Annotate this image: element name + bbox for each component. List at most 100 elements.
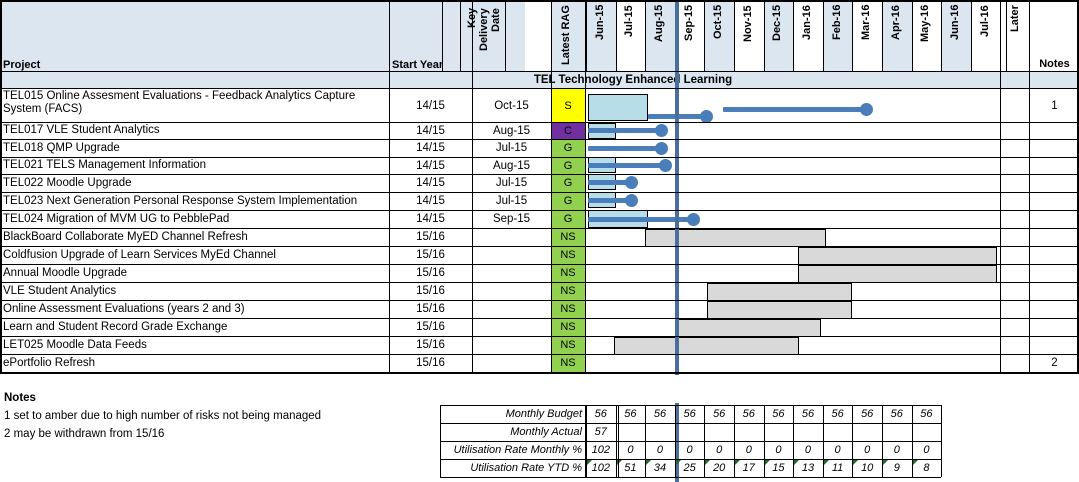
- start-year-cell[interactable]: 14/15: [416, 159, 445, 172]
- key-delivery-date-cell[interactable]: [472, 354, 551, 372]
- budget-value-cell[interactable]: 0: [686, 444, 693, 456]
- key-delivery-date-cell[interactable]: Jul-15: [495, 142, 528, 154]
- note-ref-cell[interactable]: [1030, 210, 1079, 228]
- budget-value-cell[interactable]: 20: [713, 462, 726, 474]
- note-ref-cell[interactable]: [1030, 157, 1079, 174]
- note-ref-cell[interactable]: [1030, 122, 1079, 139]
- budget-value-cell[interactable]: 0: [627, 444, 634, 456]
- project-name-cell[interactable]: Coldfusion Upgrade of Learn Services MyE…: [3, 248, 276, 261]
- budget-value-cell[interactable]: [764, 423, 794, 441]
- budget-value-cell[interactable]: 0: [745, 444, 752, 456]
- budget-value-cell[interactable]: 13: [801, 462, 815, 474]
- latest-rag-cell[interactable]: NS: [551, 264, 585, 282]
- budget-value-cell[interactable]: 15: [772, 462, 785, 474]
- budget-value-cell[interactable]: 0: [864, 444, 871, 456]
- budget-value-cell[interactable]: 56: [742, 408, 755, 420]
- project-name-cell[interactable]: Learn and Student Record Grade Exchange: [3, 320, 228, 333]
- project-name-cell[interactable]: Online Assessment Evaluations (years 2 a…: [3, 302, 245, 315]
- key-delivery-date-cell[interactable]: Jul-15: [495, 177, 528, 189]
- budget-value-cell[interactable]: [616, 423, 646, 441]
- budget-value-cell[interactable]: 51: [624, 462, 637, 474]
- key-delivery-date-cell[interactable]: Oct-15: [494, 99, 529, 112]
- budget-value-cell[interactable]: [704, 423, 734, 441]
- project-name-cell[interactable]: BlackBoard Collaborate MyED Channel Refr…: [3, 230, 248, 243]
- start-year-cell[interactable]: 15/16: [416, 303, 445, 315]
- latest-rag-cell[interactable]: G: [551, 210, 585, 228]
- start-year-cell[interactable]: 15/16: [416, 249, 445, 261]
- budget-value-cell[interactable]: [734, 423, 764, 441]
- budget-value-cell[interactable]: 56: [653, 408, 667, 420]
- note-ref-cell[interactable]: [1030, 300, 1079, 318]
- latest-rag-cell[interactable]: NS: [551, 300, 585, 318]
- budget-value-cell[interactable]: 102: [591, 444, 610, 456]
- budget-value-cell[interactable]: 9: [893, 462, 900, 474]
- latest-rag-cell[interactable]: NS: [551, 246, 585, 264]
- note-ref-cell[interactable]: [1030, 336, 1079, 354]
- budget-value-cell[interactable]: 56: [801, 408, 815, 420]
- project-name-cell[interactable]: TEL021 TELS Management Information: [3, 159, 207, 171]
- budget-value-cell[interactable]: 0: [893, 444, 900, 456]
- budget-value-cell[interactable]: 25: [683, 462, 696, 474]
- key-delivery-date-cell[interactable]: Aug-15: [492, 124, 531, 137]
- key-delivery-date-cell[interactable]: [472, 264, 551, 282]
- budget-value-cell[interactable]: 56: [920, 408, 933, 420]
- latest-rag-cell[interactable]: G: [551, 192, 585, 210]
- start-year-cell[interactable]: 15/16: [416, 285, 445, 297]
- latest-rag-cell[interactable]: G: [551, 157, 585, 174]
- budget-value-cell[interactable]: 56: [890, 408, 903, 420]
- latest-rag-cell[interactable]: NS: [551, 228, 585, 246]
- note-ref-cell[interactable]: [1030, 228, 1079, 246]
- budget-value-cell[interactable]: 0: [804, 444, 812, 456]
- key-delivery-date-cell[interactable]: [472, 282, 551, 300]
- budget-value-cell[interactable]: 0: [656, 444, 664, 456]
- project-name-cell[interactable]: ePortfolio Refresh: [3, 356, 96, 369]
- note-ref-cell[interactable]: [1030, 282, 1079, 300]
- latest-rag-cell[interactable]: NS: [551, 354, 585, 372]
- budget-value-cell[interactable]: 56: [861, 408, 874, 420]
- key-delivery-date-cell[interactable]: [472, 318, 551, 336]
- project-name-cell[interactable]: TEL015 Online Assesment Evaluations - Fe…: [3, 90, 356, 115]
- key-delivery-date-cell[interactable]: [472, 300, 551, 318]
- budget-value-cell[interactable]: [675, 423, 705, 441]
- project-name-cell[interactable]: TEL018 QMP Upgrade: [3, 141, 120, 154]
- start-year-cell[interactable]: 15/16: [416, 339, 445, 351]
- start-year-cell[interactable]: 14/15: [416, 124, 445, 137]
- start-year-cell[interactable]: 14/15: [416, 99, 445, 112]
- budget-value-cell[interactable]: [912, 423, 942, 441]
- budget-value-cell[interactable]: 10: [861, 462, 874, 474]
- budget-value-cell[interactable]: [852, 423, 882, 441]
- note-ref-cell[interactable]: [1030, 246, 1079, 264]
- budget-value-cell[interactable]: 11: [831, 462, 844, 474]
- latest-rag-cell[interactable]: NS: [551, 318, 585, 336]
- budget-value-cell[interactable]: 56: [594, 408, 607, 420]
- note-ref-cell[interactable]: 2: [1051, 357, 1058, 369]
- note-ref-cell[interactable]: [1030, 264, 1079, 282]
- budget-value-cell[interactable]: 56: [683, 408, 696, 420]
- note-ref-cell[interactable]: [1030, 192, 1079, 210]
- budget-value-cell[interactable]: 56: [831, 408, 844, 420]
- key-delivery-date-cell[interactable]: [472, 246, 551, 264]
- project-name-cell[interactable]: Annual Moodle Upgrade: [3, 266, 128, 279]
- budget-value-cell[interactable]: 0: [923, 444, 930, 456]
- start-year-cell[interactable]: 15/16: [416, 357, 445, 369]
- project-name-cell[interactable]: VLE Student Analytics: [3, 284, 117, 297]
- budget-value-cell[interactable]: [793, 423, 823, 441]
- start-year-cell[interactable]: 15/16: [416, 231, 445, 243]
- budget-value-cell[interactable]: [882, 423, 912, 441]
- latest-rag-cell[interactable]: C: [551, 122, 585, 139]
- budget-value-cell[interactable]: 56: [624, 408, 637, 420]
- latest-rag-cell[interactable]: NS: [551, 336, 585, 354]
- project-name-cell[interactable]: TEL017 VLE Student Analytics: [3, 124, 160, 136]
- note-ref-cell[interactable]: [1030, 318, 1079, 336]
- budget-value-cell[interactable]: 0: [834, 444, 841, 456]
- budget-value-cell[interactable]: 17: [742, 462, 755, 474]
- budget-value-cell[interactable]: [823, 423, 853, 441]
- key-delivery-date-cell[interactable]: [472, 336, 551, 354]
- start-year-cell[interactable]: 14/15: [416, 213, 445, 225]
- budget-value-cell[interactable]: 0: [716, 444, 723, 456]
- latest-rag-cell[interactable]: G: [551, 139, 585, 157]
- project-name-cell[interactable]: TEL023 Next Generation Personal Response…: [3, 194, 358, 207]
- budget-value-cell[interactable]: 57: [594, 426, 607, 438]
- key-delivery-date-cell[interactable]: Jul-15: [495, 195, 528, 207]
- budget-value-cell[interactable]: 102: [591, 462, 610, 474]
